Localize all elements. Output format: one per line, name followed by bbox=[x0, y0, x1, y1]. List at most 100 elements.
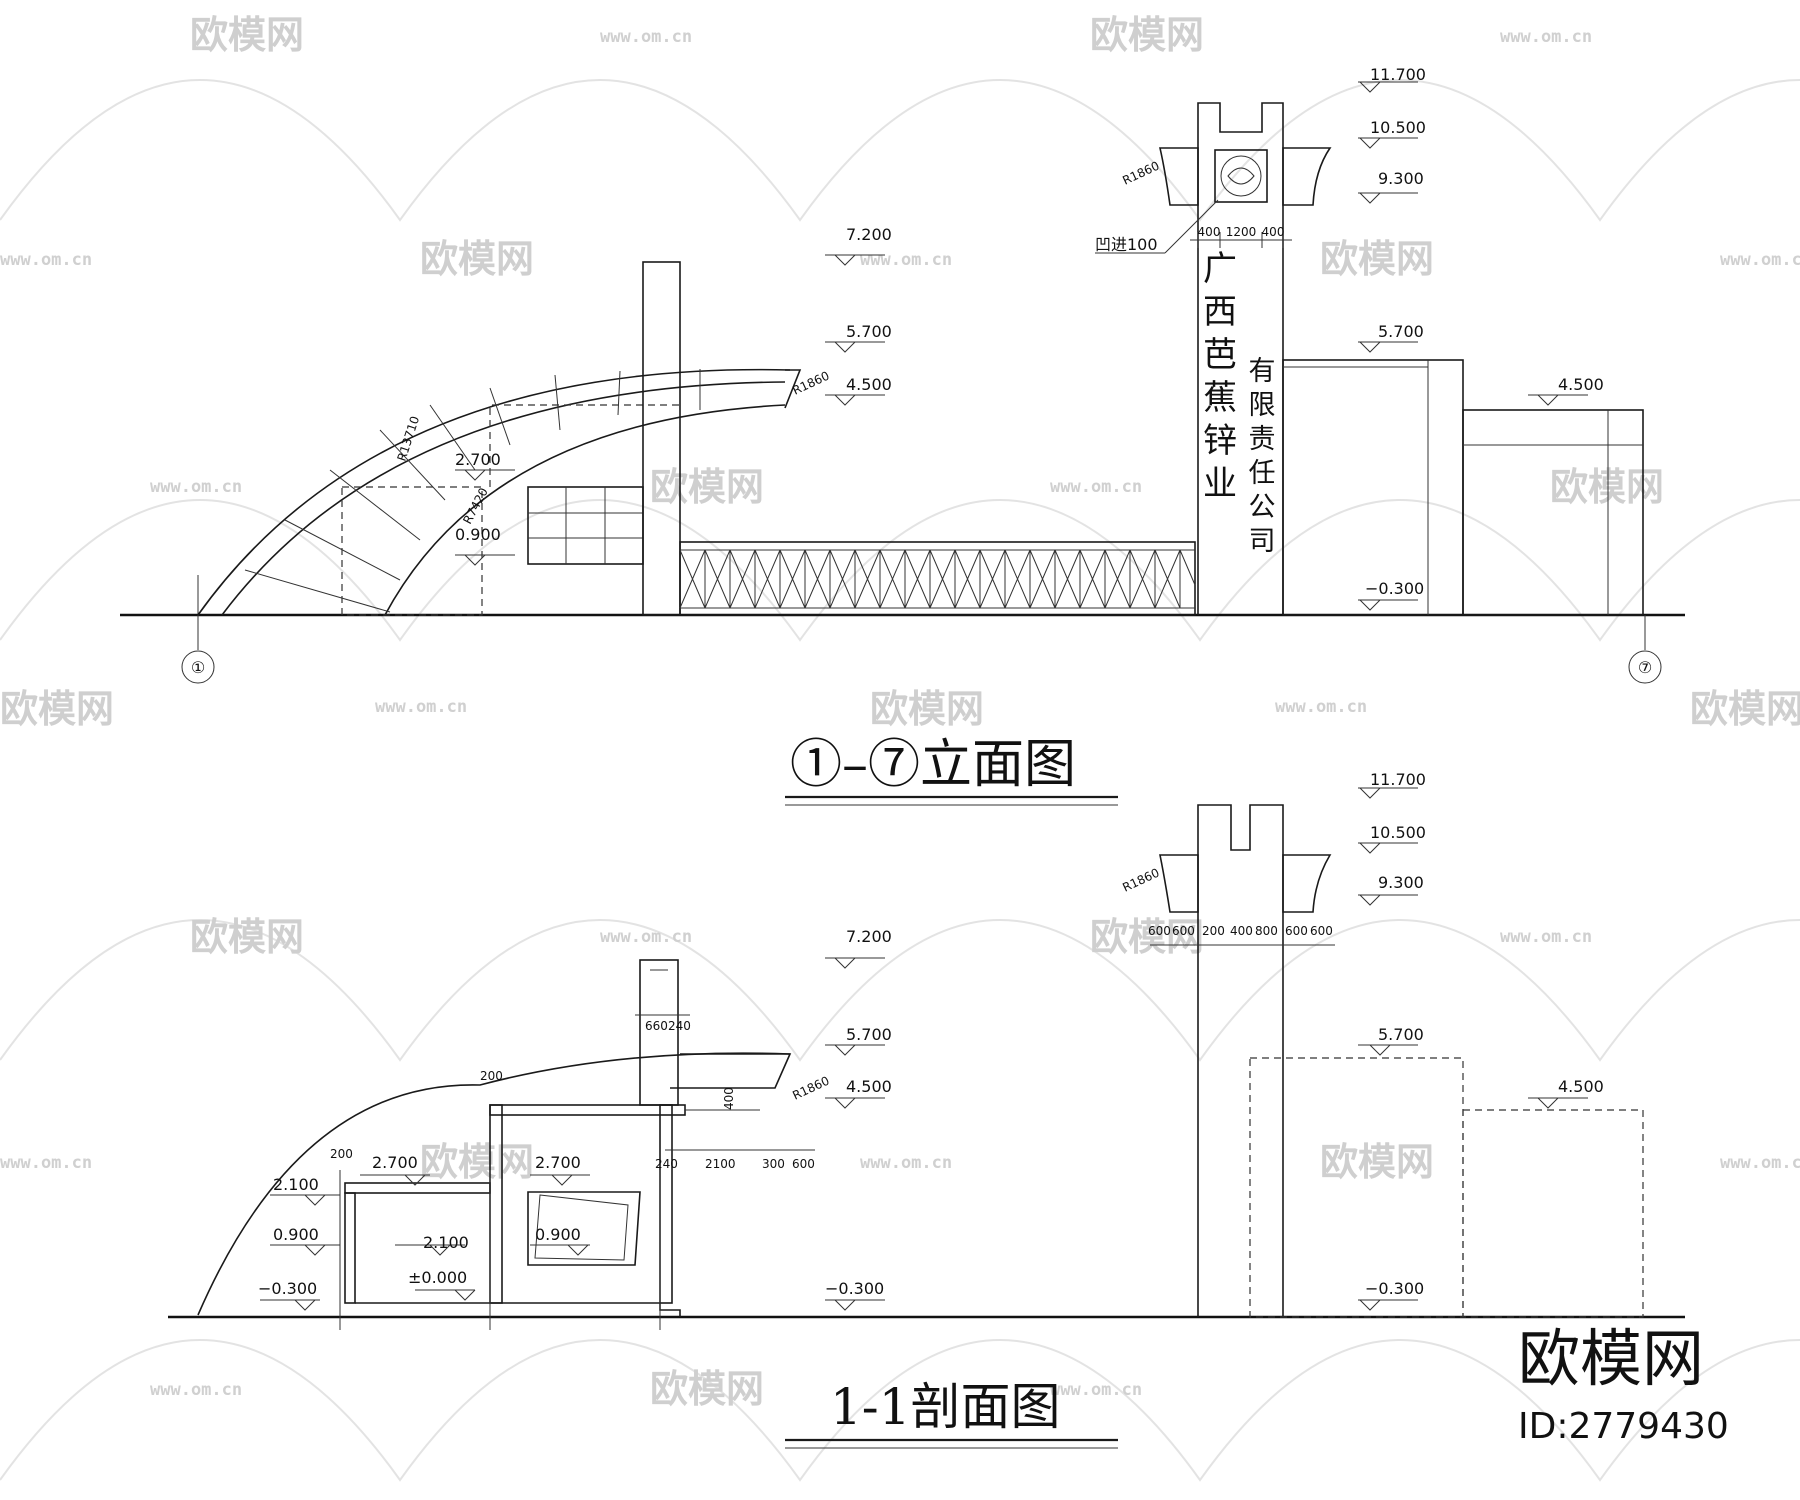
watermark-brand: 欧模网 bbox=[650, 465, 764, 509]
level-label: 0.900 bbox=[273, 1225, 319, 1244]
sign-char: 广 bbox=[1203, 249, 1237, 289]
watermark-brand: 欧模网 bbox=[1550, 465, 1664, 509]
watermark-url: www.om.cn bbox=[0, 250, 92, 270]
level-label: −0.300 bbox=[1365, 579, 1424, 598]
level-label: 9.300 bbox=[1378, 169, 1424, 188]
watermark-url: www.om.cn bbox=[1720, 1153, 1800, 1173]
dashed-outline bbox=[1249, 1057, 1464, 1318]
dim-label: 200 bbox=[480, 1069, 503, 1083]
canopy-ribs bbox=[244, 369, 701, 613]
watermark-url: www.om.cn bbox=[600, 27, 692, 47]
level-label: 2.100 bbox=[423, 1233, 469, 1252]
dim-label: 400 bbox=[722, 1087, 736, 1110]
level-label: −0.300 bbox=[1365, 1279, 1424, 1298]
level-label: 5.700 bbox=[846, 1025, 892, 1044]
canopy-inner-arc bbox=[384, 404, 786, 616]
level-label: 11.700 bbox=[1370, 65, 1426, 84]
level-label: 0.900 bbox=[455, 525, 501, 544]
axis-label-start: ① bbox=[191, 658, 205, 677]
watermark-url: www.om.cn bbox=[600, 927, 692, 947]
sign-char: 蕉 bbox=[1203, 378, 1237, 418]
dim-label: 240 bbox=[668, 1019, 691, 1033]
watermark-brand: 欧模网 bbox=[0, 687, 114, 731]
sign-char: 西 bbox=[1203, 292, 1237, 332]
sign-tower bbox=[1158, 102, 1332, 615]
sign-char: 锌 bbox=[1203, 421, 1237, 461]
watermark-url: www.om.cn bbox=[1500, 927, 1592, 947]
section-drawing: 660 240 200 200 400 240 2100 300 600 600… bbox=[168, 770, 1685, 1449]
sign-char: 有 bbox=[1249, 356, 1276, 387]
level-label: 0.900 bbox=[535, 1225, 581, 1244]
dim-label: 1200 bbox=[1226, 225, 1257, 239]
watermark-brand: 欧模网 bbox=[1090, 915, 1204, 959]
watermark-brand: 欧模网 bbox=[420, 1140, 534, 1184]
dim-label: 240 bbox=[655, 1157, 678, 1171]
level-label: 4.500 bbox=[1558, 1077, 1604, 1096]
level-marks bbox=[455, 81, 1588, 611]
axis-label-end: ⑦ bbox=[1638, 658, 1652, 677]
level-label: 7.200 bbox=[846, 927, 892, 946]
radius-label: R1860 bbox=[1120, 866, 1161, 895]
level-label: 4.500 bbox=[1558, 375, 1604, 394]
dim-label: 2100 bbox=[705, 1157, 736, 1171]
dim-label: 400 bbox=[1262, 225, 1285, 239]
canopy-tip bbox=[670, 1053, 792, 1089]
level-label: −0.300 bbox=[258, 1279, 317, 1298]
watermark-url: www.om.cn bbox=[1275, 697, 1367, 717]
watermark-url: www.om.cn bbox=[1050, 1380, 1142, 1400]
dashed-outline bbox=[489, 404, 680, 487]
watermark-url: www.om.cn bbox=[0, 1153, 92, 1173]
watermark-brand: 欧模网 bbox=[1320, 1140, 1434, 1184]
radius-label: R7420 bbox=[460, 485, 491, 526]
watermark-brand: 欧模网 bbox=[190, 13, 304, 57]
dim-label: 800 bbox=[1255, 924, 1278, 938]
watermark-url: www.om.cn bbox=[150, 477, 242, 497]
elevation-title: ①–⑦立面图 bbox=[790, 735, 1076, 795]
watermark-brand: 欧模网 bbox=[650, 1367, 764, 1411]
level-label: 4.500 bbox=[846, 375, 892, 394]
level-label: 10.500 bbox=[1370, 118, 1426, 137]
guardhouse-section bbox=[339, 959, 760, 1330]
canopy-outer-arc bbox=[197, 368, 791, 616]
dim-label: 200 bbox=[330, 1147, 353, 1161]
watermark-url: www.om.cn bbox=[860, 1153, 952, 1173]
watermark-url: www.om.cn bbox=[1050, 477, 1142, 497]
brand-logo-text: 欧模网 bbox=[1518, 1322, 1704, 1395]
level-label: 7.200 bbox=[846, 225, 892, 244]
sign-char: 限 bbox=[1249, 390, 1276, 421]
radius-label: R1860 bbox=[790, 369, 831, 398]
level-label: −0.300 bbox=[825, 1279, 884, 1298]
dashed-outline bbox=[341, 486, 483, 616]
sign-char: 公 bbox=[1249, 492, 1276, 523]
level-label: 2.700 bbox=[535, 1153, 581, 1172]
brand-corner: 欧模网 ID:2779430 bbox=[1518, 1322, 1729, 1447]
sign-char: 责 bbox=[1249, 424, 1276, 455]
dim-label: 600 bbox=[1285, 924, 1308, 938]
dim-label: 400 bbox=[1230, 924, 1253, 938]
dim-label: 660 bbox=[645, 1019, 668, 1033]
dim-label: 600 bbox=[1148, 924, 1171, 938]
dim-label: 400 bbox=[1198, 225, 1221, 239]
level-label: 5.700 bbox=[846, 322, 892, 341]
radius-label: R1860 bbox=[1120, 159, 1161, 188]
watermark-url: www.om.cn bbox=[1500, 27, 1592, 47]
watermark-url: www.om.cn bbox=[860, 250, 952, 270]
watermark-url: www.om.cn bbox=[375, 697, 467, 717]
level-label: 2.100 bbox=[273, 1175, 319, 1194]
sign-char: 司 bbox=[1249, 526, 1276, 557]
sign-char: 芭 bbox=[1203, 335, 1237, 375]
brand-id: ID:2779430 bbox=[1518, 1406, 1729, 1447]
watermark-brand: 欧模网 bbox=[1320, 237, 1434, 281]
watermark-brand: 欧模网 bbox=[190, 915, 304, 959]
canopy-tip bbox=[784, 369, 802, 409]
level-label: 4.500 bbox=[846, 1077, 892, 1096]
level-label: 10.500 bbox=[1370, 823, 1426, 842]
canopy-profile bbox=[197, 1052, 791, 1316]
level-marks bbox=[260, 787, 1588, 1311]
watermark-brand: 欧模网 bbox=[420, 237, 534, 281]
watermark-brand: 欧模网 bbox=[870, 687, 984, 731]
watermark-brand: 欧模网 bbox=[1090, 13, 1204, 57]
dim-label: 600 bbox=[1172, 924, 1195, 938]
sign-char: 业 bbox=[1203, 464, 1237, 504]
watermark-brand: 欧模网 bbox=[1690, 687, 1800, 731]
